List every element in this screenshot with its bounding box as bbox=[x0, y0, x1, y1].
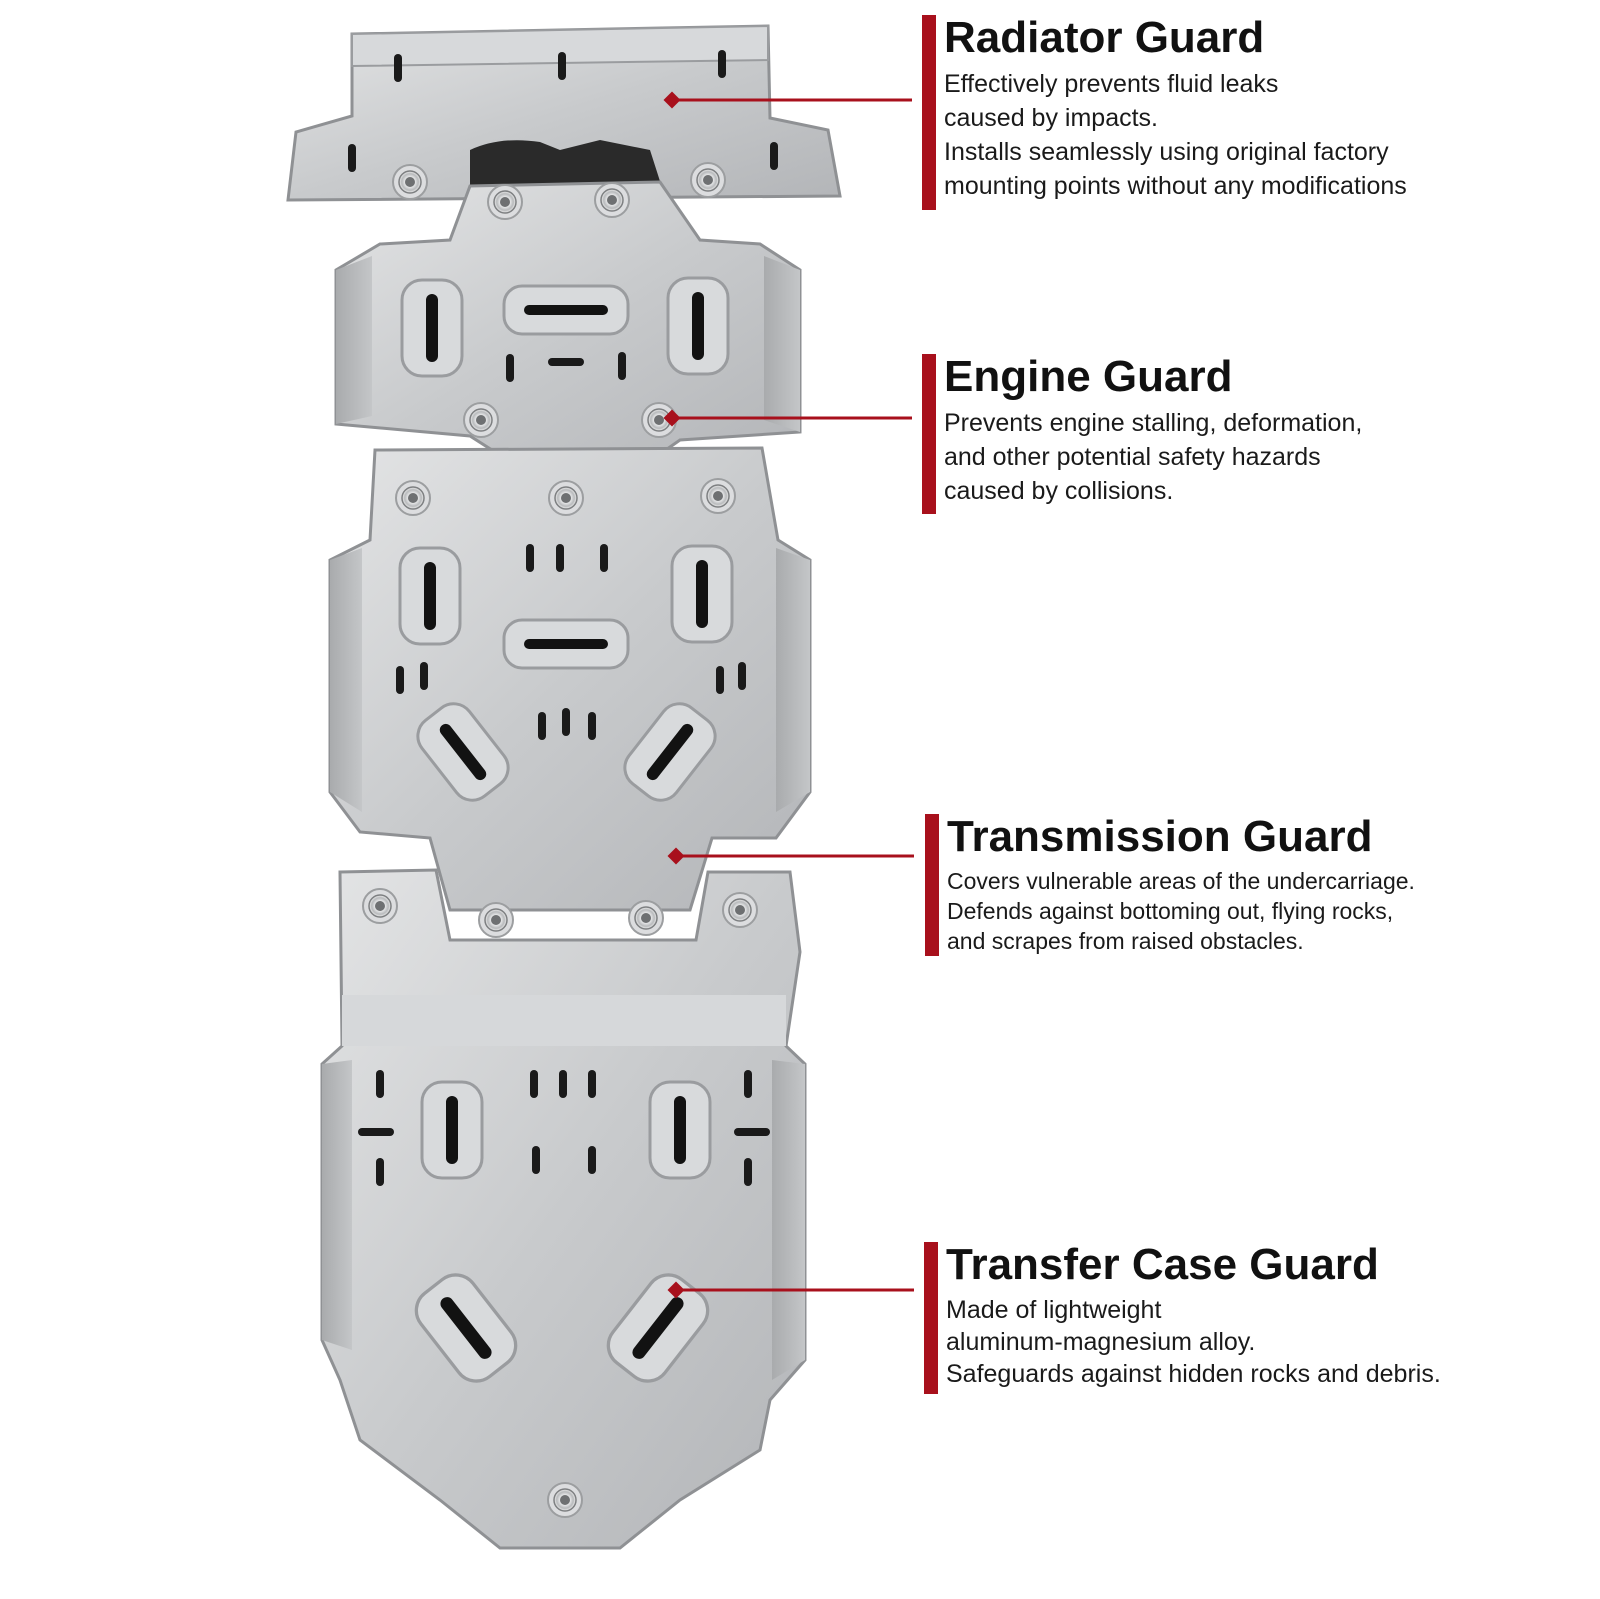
callout-radiator-guard: Radiator Guard Effectively prevents flui… bbox=[922, 13, 1584, 210]
radiator-guard-plate bbox=[286, 24, 842, 202]
callout-transmission-guard: Transmission Guard Covers vulnerable are… bbox=[925, 812, 1587, 956]
callout-line: Installs seamlessly using original facto… bbox=[944, 138, 1389, 167]
callout-title: Transmission Guard bbox=[947, 812, 1373, 861]
callout-line: Effectively prevents fluid leaks bbox=[944, 70, 1279, 99]
transfer-case-guard-plate bbox=[320, 868, 807, 1550]
callout-line: Defends against bottoming out, flying ro… bbox=[947, 898, 1394, 925]
callout-engine-guard: Engine Guard Prevents engine stalling, d… bbox=[922, 352, 1584, 514]
callout-line: and other potential safety hazards bbox=[944, 443, 1321, 472]
callout-title: Transfer Case Guard bbox=[946, 1240, 1379, 1289]
callout-line: Prevents engine stalling, deformation, bbox=[944, 409, 1363, 438]
callout-line: and scrapes from raised obstacles. bbox=[947, 928, 1304, 955]
transmission-guard-plate bbox=[328, 446, 812, 912]
accent-bar bbox=[922, 15, 936, 210]
engine-guard-plate bbox=[334, 180, 802, 470]
callout-title: Radiator Guard bbox=[944, 13, 1265, 62]
callout-transfer-case-guard: Transfer Case Guard Made of lightweight … bbox=[924, 1240, 1586, 1394]
callout-line: caused by collisions. bbox=[944, 477, 1174, 506]
accent-bar bbox=[922, 354, 936, 514]
leader-lines bbox=[663, 91, 914, 1299]
callout-title: Engine Guard bbox=[944, 352, 1233, 401]
accent-bar bbox=[924, 1242, 938, 1394]
callout-line: aluminum-magnesium alloy. bbox=[946, 1328, 1256, 1357]
callout-line: caused by impacts. bbox=[944, 104, 1158, 133]
callout-line: Safeguards against hidden rocks and debr… bbox=[946, 1360, 1441, 1389]
accent-bar bbox=[925, 814, 939, 956]
callout-line: Made of lightweight bbox=[946, 1296, 1162, 1325]
callout-line: mounting points without any modification… bbox=[944, 172, 1407, 201]
callout-line: Covers vulnerable areas of the undercarr… bbox=[947, 868, 1415, 895]
